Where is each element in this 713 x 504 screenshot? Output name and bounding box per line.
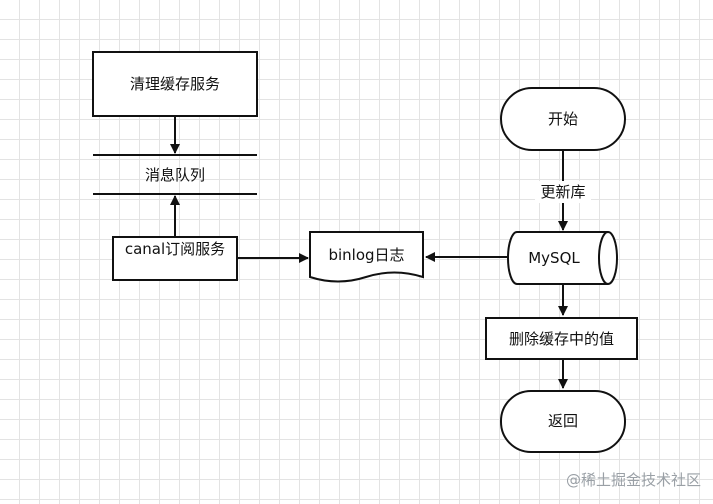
mysql-label: MySQL: [528, 249, 580, 267]
watermark-text: @稀土掘金技术社区: [565, 471, 701, 489]
delete-cache-label: 删除缓存中的值: [508, 330, 614, 348]
update-db-edge-label: 更新库: [540, 183, 586, 201]
clean-service-label: 清理缓存服务: [129, 75, 220, 93]
binlog-label: binlog日志: [328, 246, 405, 264]
delete-cache-box: [485, 317, 638, 360]
edge-label-background: [535, 181, 591, 203]
canal-service-label: canal订阅服务: [124, 240, 226, 258]
start-label: 开始: [547, 110, 578, 128]
binlog-document-shape: [309, 231, 424, 283]
return-label: 返回: [547, 412, 578, 430]
return-terminator: [500, 390, 626, 453]
message-queue-label: 消息队列: [144, 166, 205, 184]
mysql-cylinder-cap: [598, 231, 609, 285]
canal-service-box: [112, 236, 238, 281]
clean-service-box: [92, 51, 258, 117]
